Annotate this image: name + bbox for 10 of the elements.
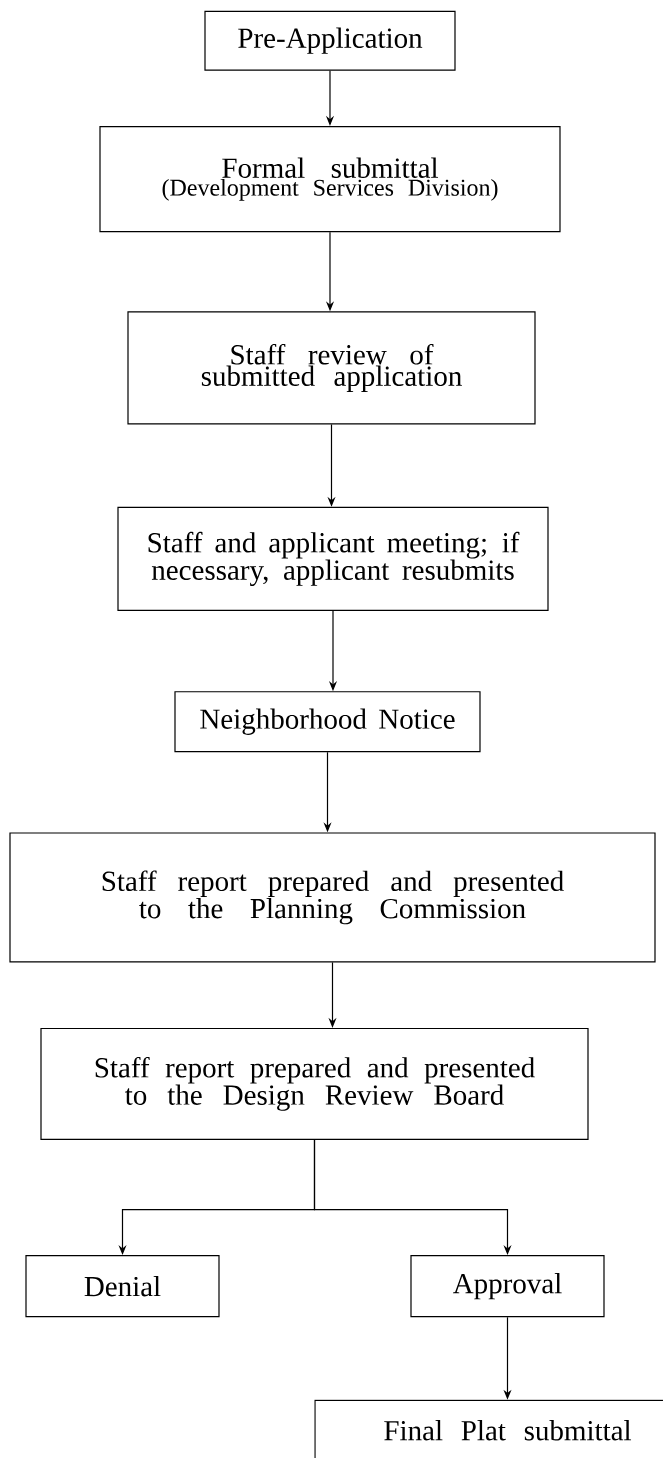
- process-box: Staff and applicant meeting; if necessary, applicant resubmits: [117, 506, 549, 611]
- process-box: Final Plat submittal: [314, 1399, 663, 1458]
- process-box: Denial: [25, 1255, 220, 1318]
- process-box: Staff report prepared and presented to the Planning Commission: [9, 832, 656, 963]
- process-box: Formal submittal (Development Services Division): [99, 125, 561, 233]
- process-box: Staff report prepared and presented to the Design Review Board: [40, 1027, 589, 1140]
- process-box: Approval: [410, 1255, 605, 1318]
- process-box: Pre-Application: [204, 10, 456, 71]
- process-box: Staff review of submitted application: [127, 311, 536, 425]
- process-box: Neighborhood Notice: [174, 691, 481, 753]
